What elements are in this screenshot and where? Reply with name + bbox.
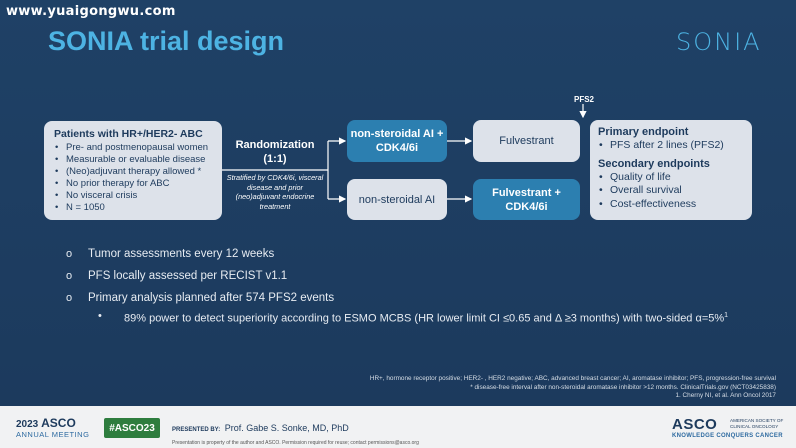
asco-society: AMERICAN SOCIETY OF CLINICAL ONCOLOGY — [730, 418, 784, 429]
randomization-text: Randomization — [235, 139, 315, 151]
randomization-label: Randomization (1:1) — [222, 138, 328, 166]
footnotes: HR+, hormone receptor positive; HER2- , … — [370, 375, 776, 401]
asco-wordmark: ASCO — [672, 416, 718, 433]
asco-tagline: KNOWLEDGE CONQUERS CANCER — [672, 433, 783, 439]
meeting-asco: ASCO — [41, 416, 76, 430]
footer-bar: 2023 ASCO ANNUAL MEETING #ASCO23 PRESENT… — [0, 406, 796, 448]
presenter-name: Prof. Gabe S. Sonke, MD, PhD — [224, 423, 349, 433]
list-item: Overall survival — [598, 184, 744, 198]
footnote-abbrev: HR+, hormone receptor positive; HER2- , … — [369, 375, 776, 382]
sub-bullet-marker: • — [98, 310, 102, 322]
bullet-marker: o — [66, 292, 73, 304]
list-item: No visceral crisis — [54, 190, 212, 202]
asco-logo: ASCO AMERICAN SOCIETY OF CLINICAL ONCOLO… — [672, 416, 783, 439]
watermark: www.yuaigongwu.com — [6, 4, 176, 19]
patients-list: Pre- and postmenopausal women Measurable… — [54, 142, 212, 214]
primary-endpoint-title: Primary endpoint — [598, 126, 689, 138]
flow-connectors — [222, 104, 587, 203]
notes-list: o Tumor assessments every 12 weeks o PFS… — [66, 247, 728, 326]
list-item: o Primary analysis planned after 574 PFS… — [66, 291, 696, 313]
list-item: No prior therapy for ABC — [54, 178, 212, 190]
presented-by-label: PRESENTED BY: — [172, 427, 221, 433]
bullet-text: PFS locally assessed per RECIST v1.1 — [88, 270, 288, 282]
primary-endpoint-list: PFS after 2 lines (PFS2) — [598, 139, 744, 153]
bullet-text: Primary analysis planned after 574 PFS2 … — [88, 292, 335, 304]
meeting-year: 2023 — [16, 419, 39, 430]
footnote-ref-1: 1. Cherny NI, et al. Ann Oncol 2017 — [675, 392, 776, 399]
list-item: (Neo)adjuvant therapy allowed * — [54, 166, 212, 178]
presenter-block: PRESENTED BY: Prof. Gabe S. Sonke, MD, P… — [172, 418, 419, 446]
list-item: o PFS locally assessed per RECIST v1.1 — [66, 269, 696, 291]
randomization-ratio: (1:1) — [263, 153, 287, 165]
sub-bullet-text: 89% power to detect superiority accordin… — [124, 312, 725, 325]
slide: www.yuaigongwu.com SONIA trial design SO… — [0, 0, 796, 406]
list-item: PFS after 2 lines (PFS2) — [598, 139, 744, 153]
endpoints-box: Primary endpoint PFS after 2 lines (PFS2… — [590, 120, 752, 220]
bullet-marker: o — [66, 270, 73, 282]
list-item: o Tumor assessments every 12 weeks — [66, 247, 696, 269]
patients-box: Patients with HR+/HER2- ABC Pre- and pos… — [44, 121, 222, 220]
meeting-label: ANNUAL MEETING — [16, 430, 90, 439]
sonia-logo: SONIA — [676, 28, 762, 56]
slide-title: SONIA trial design — [48, 26, 285, 56]
arm1-second-line: Fulvestrant — [473, 120, 580, 162]
list-item: Pre- and postmenopausal women — [54, 142, 212, 154]
secondary-endpoints-title: Secondary endpoints — [598, 157, 710, 170]
sub-bullet: • 89% power to detect superiority accord… — [98, 309, 728, 326]
secondary-endpoints-list: Quality of life Overall survival Cost-ef… — [598, 171, 744, 212]
list-item: Measurable or evaluable disease — [54, 154, 212, 166]
bullet-text: Tumor assessments every 12 weeks — [88, 248, 275, 260]
list-item: N = 1050 — [54, 202, 212, 214]
pfs2-label: PFS2 — [574, 95, 595, 104]
stratification-note: Stratified by CDK4/6i, visceral disease … — [226, 173, 324, 211]
annual-meeting-logo: 2023 ASCO ANNUAL MEETING — [16, 416, 89, 439]
footnote-ref: 1 — [724, 312, 729, 319]
list-item: Cost-effectiveness — [598, 198, 744, 212]
footnote-star: * disease-free interval after non-steroi… — [470, 383, 776, 391]
hashtag-badge: #ASCO23 — [104, 418, 160, 438]
arm2-first-line: non-steroidal AI — [347, 179, 447, 220]
arm1-first-line: non-steroidal AI + CDK4/6i — [347, 120, 447, 162]
property-note: Presentation is property of the author a… — [172, 440, 419, 446]
bullet-marker: o — [66, 248, 73, 260]
list-item: Quality of life — [598, 171, 744, 185]
arm2-second-line: Fulvestrant + CDK4/6i — [473, 179, 580, 220]
patients-title: Patients with HR+/HER2- ABC — [54, 128, 203, 140]
